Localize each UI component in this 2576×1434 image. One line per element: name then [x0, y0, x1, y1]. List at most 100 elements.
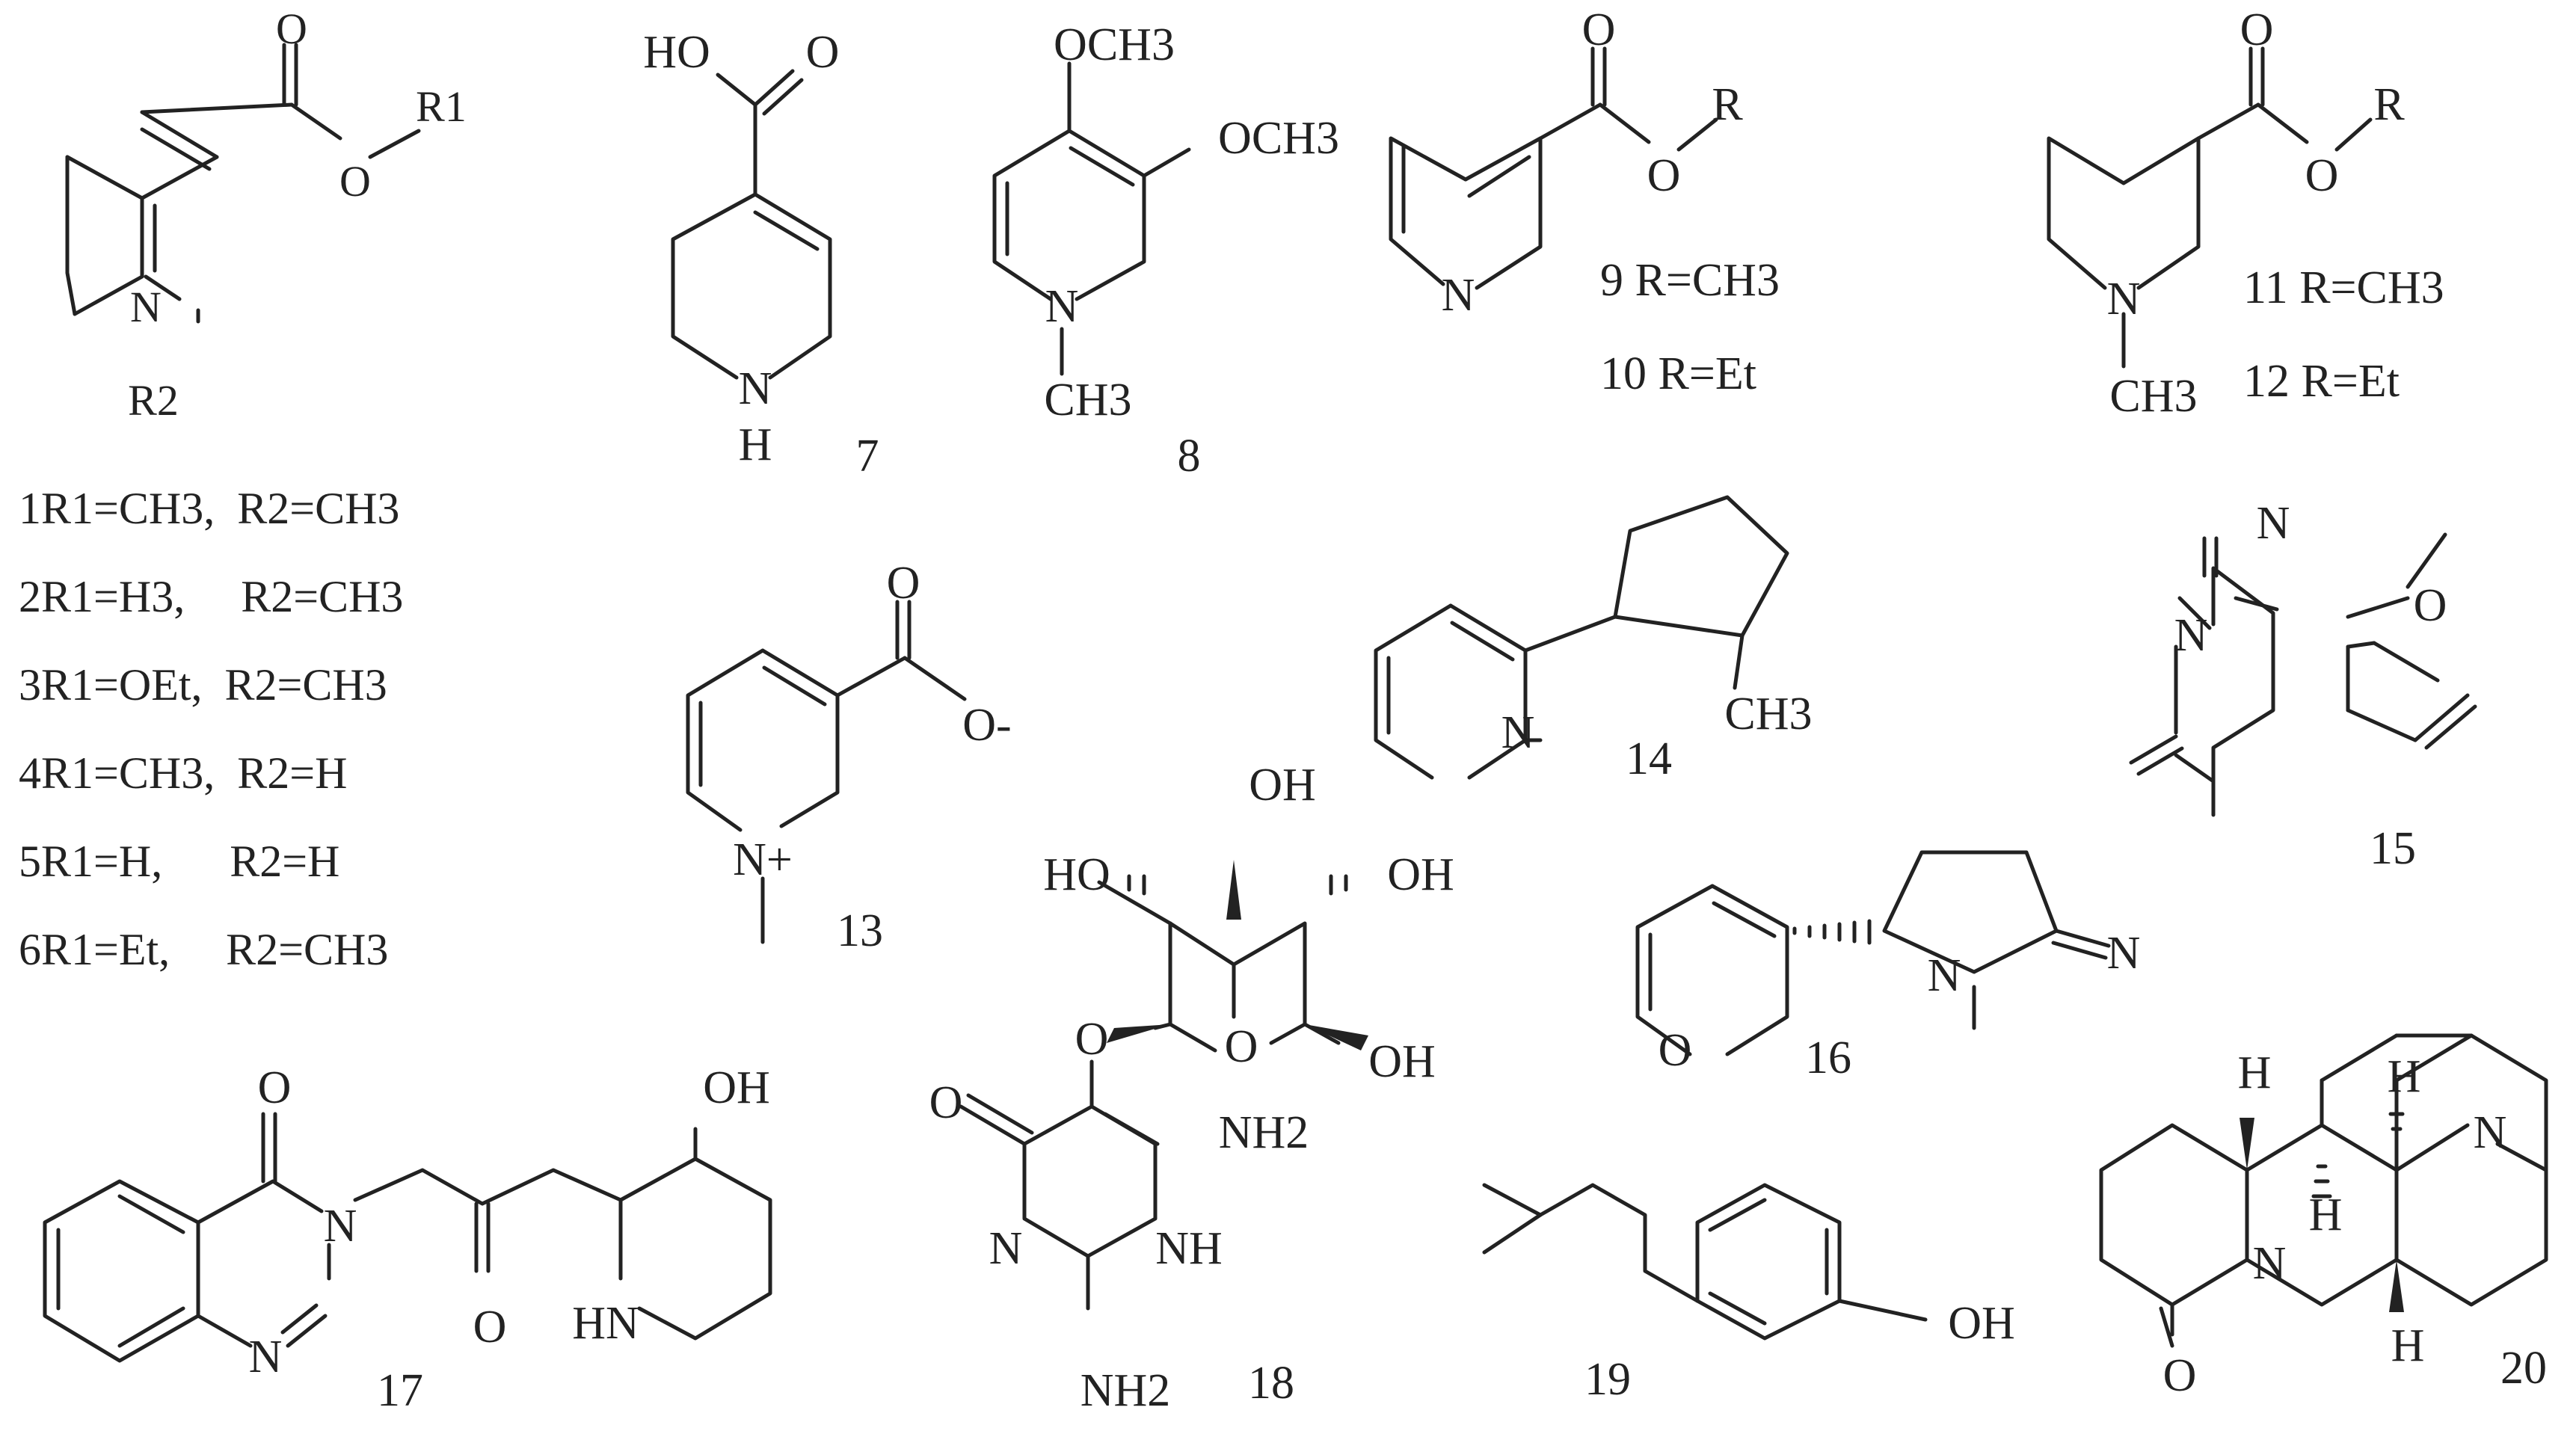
- table-row: 5R1=H, R2=H: [19, 837, 339, 886]
- atom-n-plus: N+: [733, 834, 793, 885]
- compound-18: OH HO OH O O OH O NH2 N NH NH2 18: [929, 760, 1454, 1416]
- atom-oh: OH: [703, 1062, 770, 1113]
- atom-h: H: [2388, 1051, 2421, 1102]
- atom-n: N: [2107, 274, 2141, 324]
- wedge-bond: [1305, 1024, 1368, 1050]
- hashed-bond: [1792, 919, 1872, 945]
- atom-o: O: [929, 1077, 963, 1128]
- atom-o: O: [1075, 1014, 1109, 1065]
- atom-r1: R1: [416, 82, 467, 131]
- bonds: [992, 61, 1191, 376]
- atom-o: O: [473, 1302, 507, 1353]
- compound-number: 20: [2500, 1343, 2547, 1394]
- compound-16: N N O 15: [2129, 498, 2477, 874]
- atom-o: O: [806, 27, 840, 78]
- bonds: [1097, 880, 1341, 1053]
- atom-n: N: [989, 1223, 1023, 1274]
- atom-och3: OCH3: [1054, 19, 1175, 70]
- atom-ch3: CH3: [1044, 375, 1131, 425]
- pyrimidine-bonds: [959, 1059, 1160, 1311]
- atom-h: H: [2391, 1320, 2425, 1371]
- wedge-bond: [1226, 860, 1241, 920]
- bonds: [1374, 495, 1789, 780]
- atom-n: N: [2474, 1107, 2507, 1158]
- atom-oh: OH: [1249, 760, 1316, 810]
- compound-19: OH 19: [1482, 1183, 2015, 1405]
- atom-h: H: [739, 419, 772, 470]
- atom-nh: NH: [1155, 1223, 1223, 1274]
- table-row: 3R1=OEt, R2=CH3: [19, 660, 387, 710]
- atom-n: N: [130, 283, 162, 331]
- table-row: 1R1=CH3, R2=CH3: [19, 484, 399, 533]
- atom-n: N: [2174, 610, 2208, 661]
- bonds: [2129, 532, 2477, 817]
- compound-15: O N N 16: [1635, 850, 2141, 1083]
- bonds: [1389, 46, 1718, 290]
- compound-number: 16: [1805, 1033, 1851, 1083]
- atom-oh: OH: [1368, 1036, 1436, 1087]
- compound-label: 9 R=CH3: [1600, 255, 1780, 306]
- atom-ch3: CH3: [1724, 689, 1812, 739]
- wedge-bond: [2389, 1260, 2404, 1312]
- atom-n: N: [1928, 950, 1961, 1001]
- atom-r2: R2: [128, 376, 179, 425]
- atom-n: N: [249, 1332, 283, 1382]
- atom-o: O: [2240, 4, 2274, 55]
- atom-n: N: [739, 363, 772, 414]
- compound-13: O O- N+ 13: [686, 558, 1012, 956]
- atom-o: O: [2163, 1350, 2197, 1401]
- bonds: [65, 43, 421, 324]
- atom-ho: HO: [1043, 849, 1110, 900]
- compound-label: 12 R=Et: [2243, 356, 2400, 407]
- atom-o-minus: O-: [962, 700, 1011, 751]
- atom-o: N: [2257, 498, 2290, 549]
- compound-9-10: O O R N 9 R=CH3 10 R=Et: [1389, 4, 1780, 399]
- wedge-bond: [1107, 1024, 1170, 1043]
- atom-r: R: [1712, 79, 1743, 130]
- atom-ho: HO: [643, 27, 710, 78]
- atom-hn: HN: [572, 1298, 639, 1349]
- atom-o: O: [887, 558, 920, 609]
- compound-number: 13: [837, 905, 883, 956]
- compound-17: O N N O OH HN 17: [43, 1062, 772, 1416]
- compound-1-6: O O R1 N R2: [65, 4, 467, 425]
- compound-number: 8: [1178, 431, 1201, 481]
- compound-label: 11 R=CH3: [2243, 262, 2444, 313]
- atom-o: O: [276, 4, 307, 53]
- bonds: [671, 69, 832, 380]
- atom-n: O: [1659, 1025, 1692, 1076]
- compound-11-12: O O R N CH3 11 R=CH3 12 R=Et: [2047, 4, 2444, 422]
- atom-oh: OH: [1387, 849, 1454, 900]
- substituent-table: 1R1=CH3, R2=CH3 2R1=H3, R2=CH3 3R1=OEt, …: [19, 484, 403, 974]
- atom-o: O: [1647, 150, 1681, 201]
- hashed-bond: [2311, 1112, 2405, 1198]
- atom-o: N: [2107, 928, 2141, 979]
- atom-o: O: [2305, 150, 2339, 201]
- atom-h: H: [2238, 1047, 2272, 1098]
- atom-och3: OCH3: [1218, 113, 1339, 164]
- wedge-bond: [2240, 1118, 2254, 1170]
- hashed-bond: [1127, 874, 1348, 896]
- table-row: 2R1=H3, R2=CH3: [19, 572, 403, 621]
- compound-number: 14: [1626, 733, 1672, 784]
- compound-14: N CH3 14: [1374, 495, 1813, 784]
- compound-label: 10 R=Et: [1600, 348, 1756, 399]
- bonds: [43, 1112, 772, 1363]
- atom-n: N: [1442, 270, 1475, 321]
- atom-nh2: NH2: [1219, 1107, 1309, 1158]
- compound-number: 19: [1584, 1354, 1631, 1405]
- atom-h: H: [2309, 1190, 2343, 1240]
- table-row: 6R1=Et, R2=CH3: [19, 925, 388, 974]
- compound-number: 7: [856, 431, 879, 481]
- atom-n: N: [324, 1201, 357, 1252]
- atom-n: N: [1501, 707, 1535, 758]
- compound-7: HO O N H 7: [643, 27, 879, 481]
- atom-nh2: NH2: [1080, 1365, 1171, 1416]
- compound-number: 18: [1248, 1358, 1294, 1409]
- compound-20: H H H N N O H 20: [2099, 1033, 2548, 1401]
- bonds: [2047, 46, 2373, 369]
- atom-ch3: CH3: [2109, 371, 2197, 422]
- atom-n: N: [1045, 281, 1079, 332]
